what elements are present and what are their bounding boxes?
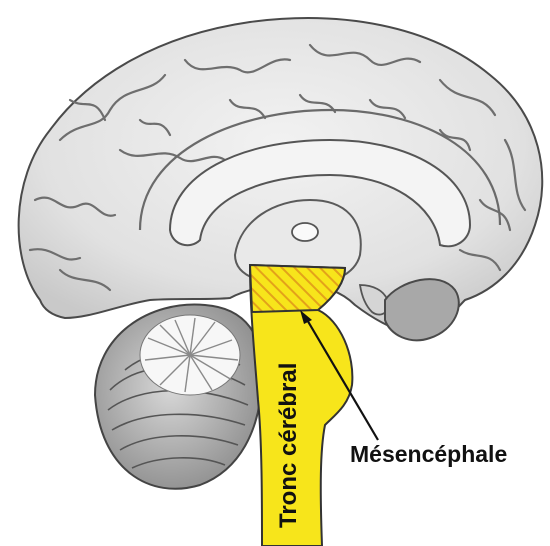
interthalamic-adhesion [292, 223, 318, 241]
midbrain-region [250, 265, 345, 312]
cerebellum [95, 305, 262, 489]
brainstem-label: Tronc cérébral [275, 363, 302, 528]
midbrain-label: Mésencéphale [350, 441, 507, 467]
